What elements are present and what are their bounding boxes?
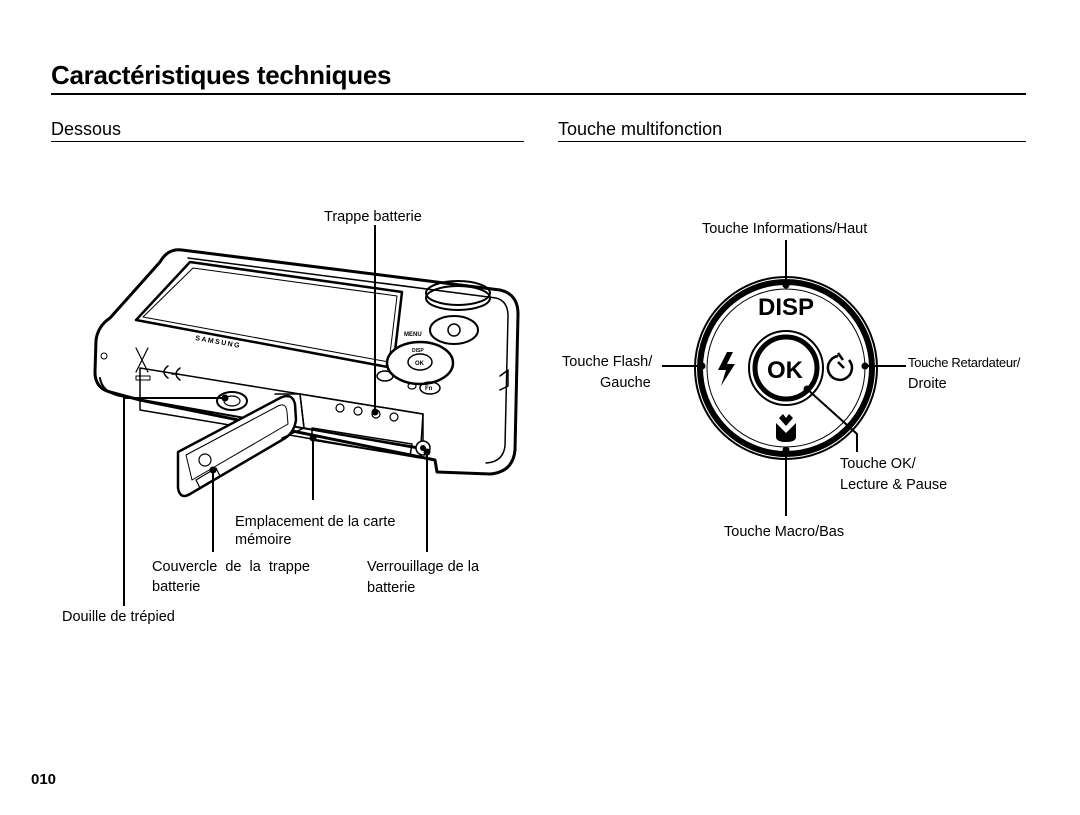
section-divider-right	[558, 141, 1026, 142]
camera-nav-pad	[385, 340, 455, 386]
control-ring	[429, 315, 479, 345]
lcd-screen	[134, 260, 404, 370]
label-macro-down: Touche Macro/Bas	[724, 524, 845, 540]
camera-menu-mark: MENU	[404, 332, 422, 338]
label-timer-line2: Droite	[908, 376, 947, 392]
label-card-slot-line1: Emplacement de la carte	[235, 514, 396, 530]
page-title: Caractéristiques techniques	[51, 60, 392, 90]
camera-ok-mark: OK	[415, 361, 425, 367]
label-battery-door: Trappe batterie	[324, 209, 422, 225]
label-timer-line1: Touche Retardateur/	[908, 355, 1021, 370]
mode-dial	[425, 285, 491, 311]
multifunction-dial: DISP OK	[694, 276, 878, 460]
camera-body-inner-outline	[187, 257, 509, 464]
dial-disp-label: DISP	[758, 294, 814, 321]
label-ok-line2: Lecture & Pause	[840, 477, 948, 493]
camera-disp-mark: DISP	[412, 348, 424, 354]
flash-icon	[718, 352, 735, 386]
section-divider-left	[51, 141, 524, 142]
self-timer-icon	[826, 352, 854, 382]
tripod-socket	[216, 391, 248, 411]
dial-ok-label: OK	[767, 357, 804, 384]
section-heading-multifonction: Touche multifonction	[558, 119, 723, 139]
camera-fn-mark: Fn	[425, 386, 433, 392]
label-battery-lock-line2: batterie	[367, 580, 416, 596]
callout-line-tripod	[123, 397, 225, 606]
label-tripod-socket: Douille de trépied	[62, 609, 175, 625]
camera-body-outline	[93, 248, 520, 476]
section-heading-dessous: Dessous	[51, 119, 122, 139]
page-number: 010	[31, 771, 57, 788]
label-flash-line1: Touche Flash/	[562, 354, 653, 370]
callout-line-ok	[806, 388, 858, 452]
label-battery-lock-line1: Verrouillage de la	[367, 559, 480, 575]
label-flash-line2: Gauche	[600, 375, 651, 391]
playback-button	[376, 370, 394, 382]
title-divider	[51, 93, 1026, 95]
fn-button	[419, 381, 441, 395]
label-info-up: Touche Informations/Haut	[702, 221, 868, 237]
label-battery-cover-line1: Couvercle de la trappe	[152, 559, 310, 575]
label-ok-line1: Touche OK/	[840, 456, 916, 472]
macro-icon	[776, 414, 796, 442]
label-card-slot-line2: mémoire	[235, 532, 292, 548]
label-battery-cover-line2: batterie	[152, 579, 201, 595]
